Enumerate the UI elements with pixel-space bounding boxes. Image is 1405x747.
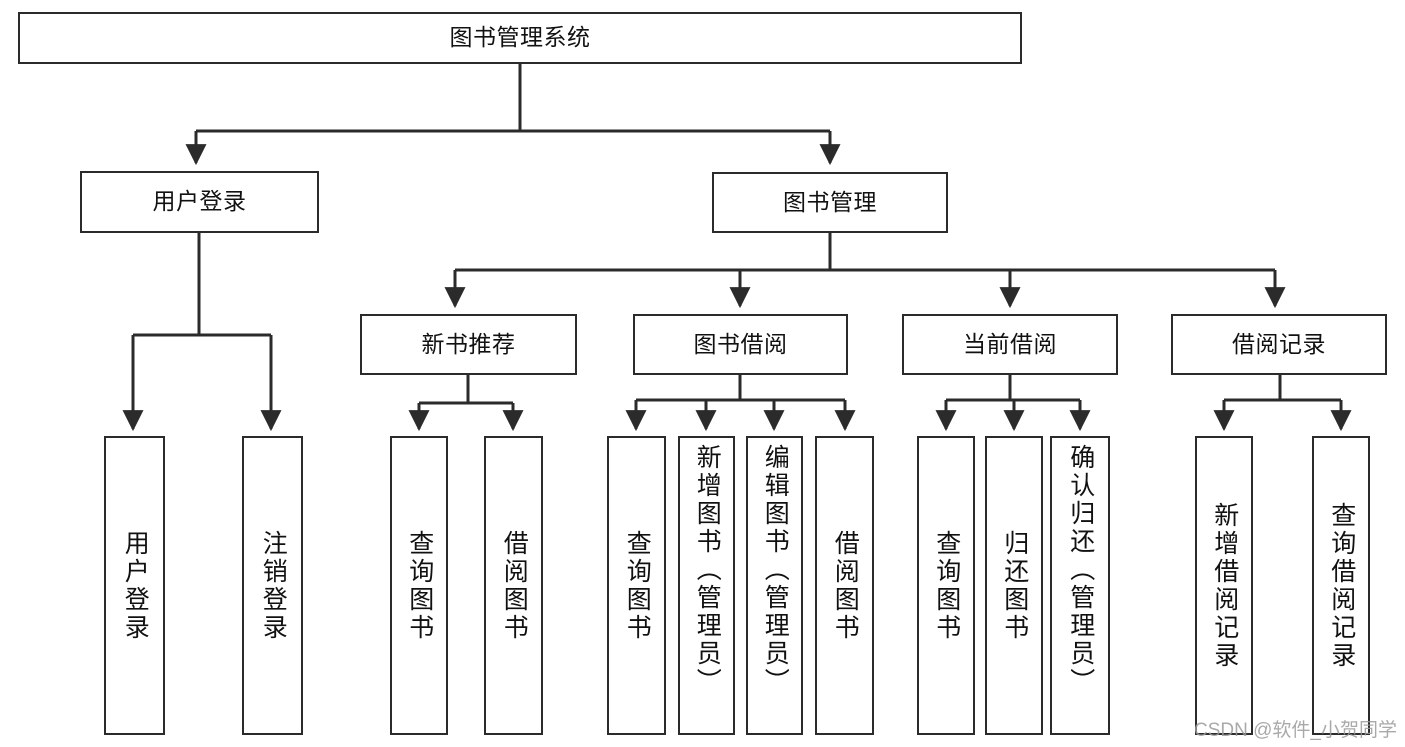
node-borrow-record-label: 借阅记录	[1232, 330, 1326, 357]
leaf-edit-book-admin[interactable]: 编辑图书（管理员）	[746, 436, 803, 735]
leaf-query-book-2[interactable]: 查询图书	[607, 436, 666, 735]
node-book-manage[interactable]: 图书管理	[712, 172, 948, 233]
leaf-query-book-2-label: 查询图书	[623, 529, 652, 642]
node-root[interactable]: 图书管理系统	[18, 12, 1022, 64]
leaf-borrow-book-1[interactable]: 借阅图书	[484, 436, 543, 735]
leaf-return-book-label: 归还图书	[1000, 529, 1029, 642]
leaf-add-borrow-record[interactable]: 新增借阅记录	[1195, 436, 1253, 735]
watermark-text: CSDN @软件_小贺同学	[1194, 720, 1397, 741]
node-root-label: 图书管理系统	[449, 24, 591, 51]
leaf-query-borrow-record-label: 查询借阅记录	[1327, 501, 1356, 670]
leaf-query-book-3-label: 查询图书	[932, 529, 961, 642]
node-book-manage-label: 图书管理	[783, 188, 877, 215]
leaf-logout-login-label: 注销登录	[259, 529, 288, 642]
leaf-query-borrow-record[interactable]: 查询借阅记录	[1312, 436, 1370, 735]
leaf-add-book-admin[interactable]: 新增图书（管理员）	[678, 436, 735, 735]
leaf-borrow-book-1-label: 借阅图书	[500, 529, 529, 642]
node-current-borrow[interactable]: 当前借阅	[902, 314, 1118, 375]
leaf-query-book-3[interactable]: 查询图书	[917, 436, 975, 735]
leaf-user-login-label: 用户登录	[121, 529, 150, 642]
node-book-borrow-label: 图书借阅	[693, 330, 788, 357]
leaf-query-book-1-label: 查询图书	[405, 529, 434, 642]
leaf-add-book-admin-label: 新增图书（管理员）	[693, 444, 722, 696]
leaf-return-book[interactable]: 归还图书	[985, 436, 1043, 735]
leaf-edit-book-admin-label: 编辑图书（管理员）	[761, 444, 790, 696]
leaf-query-book-1[interactable]: 查询图书	[390, 436, 448, 735]
node-current-borrow-label: 当前借阅	[963, 330, 1057, 357]
leaf-borrow-book-2-label: 借阅图书	[831, 529, 860, 642]
node-user-login-label: 用户登录	[152, 188, 247, 215]
node-borrow-record[interactable]: 借阅记录	[1171, 314, 1387, 375]
leaf-confirm-return-admin-label: 确认归还（管理员）	[1066, 444, 1095, 696]
node-new-book-recommend-label: 新书推荐	[421, 330, 516, 357]
node-book-borrow[interactable]: 图书借阅	[633, 314, 848, 375]
leaf-confirm-return-admin[interactable]: 确认归还（管理员）	[1050, 436, 1110, 735]
node-new-book-recommend[interactable]: 新书推荐	[360, 314, 577, 375]
leaf-logout-login[interactable]: 注销登录	[242, 436, 303, 735]
node-user-login[interactable]: 用户登录	[80, 171, 319, 233]
leaf-add-borrow-record-label: 新增借阅记录	[1210, 501, 1239, 670]
leaf-borrow-book-2[interactable]: 借阅图书	[815, 436, 874, 735]
leaf-user-login[interactable]: 用户登录	[104, 436, 165, 735]
